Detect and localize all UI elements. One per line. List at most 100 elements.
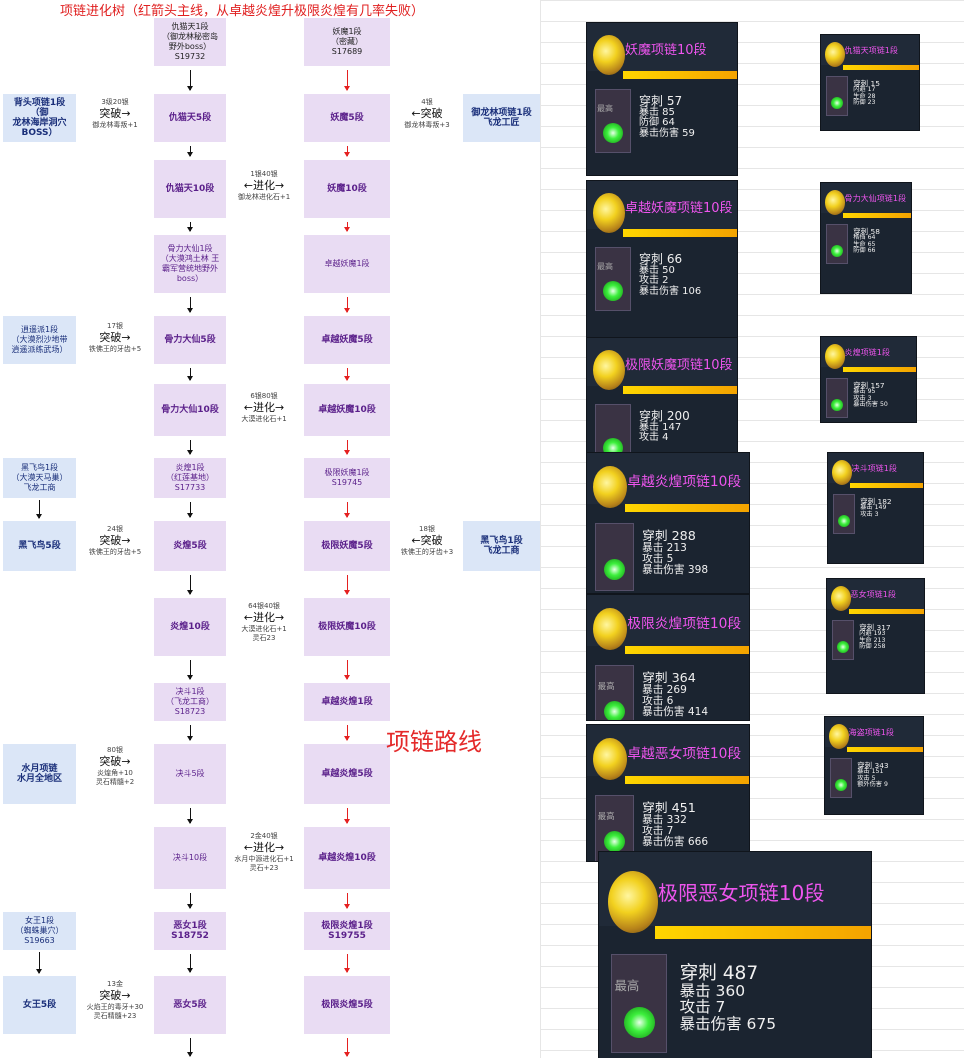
tree-node-b-line: S19745 bbox=[331, 478, 363, 487]
tree-node-b-line: （密藏） bbox=[331, 37, 363, 46]
card-bar bbox=[623, 71, 737, 79]
card-name: 极限炎煌项链10段 bbox=[627, 615, 742, 632]
gem-icon bbox=[603, 438, 623, 452]
necklace-slot bbox=[829, 757, 853, 798]
tree-node-a-line: 决斗1段 bbox=[175, 687, 205, 696]
tree-node-side-left-line: 逍遥派练武场） bbox=[11, 345, 68, 354]
card-stat: 暴击 50 bbox=[639, 264, 675, 276]
tree-node-side-left-line: 女王5段 bbox=[22, 1000, 57, 1010]
tree-node-side-left-line: 女王1段 bbox=[24, 916, 55, 925]
flow-arrow-a bbox=[187, 222, 193, 232]
tree-node-side-left-line: （大漠天马巢） bbox=[11, 473, 68, 482]
flow-arrow-a bbox=[187, 725, 193, 741]
tree-node-side-left-line: 龙林海岸洞穴 bbox=[12, 118, 67, 128]
card-stat: 闪避 193 bbox=[859, 630, 886, 638]
breakthrough-left-line: 灵石精髓+2 bbox=[95, 778, 135, 786]
breakthrough-left-line: 铁佛王的牙齿+5 bbox=[88, 548, 142, 556]
tree-node-a-line: S17733 bbox=[174, 483, 206, 492]
tree-node-b: 卓越妖魔10段 bbox=[304, 384, 390, 436]
tree-node-b-line: 卓越炎煌5段 bbox=[321, 769, 373, 779]
flow-arrow-a bbox=[187, 502, 193, 518]
card-bar bbox=[623, 386, 737, 394]
tree-node-a-line: 恶女1段 bbox=[173, 921, 207, 931]
flow-arrow-a bbox=[187, 1038, 193, 1057]
tree-node-side-left-line: BOSS） bbox=[21, 128, 58, 138]
evolve-action-line: 御龙林进化石+1 bbox=[237, 193, 291, 201]
card-stat: 攻击 3 bbox=[860, 510, 879, 518]
tree-node-b-line: 极限炎煌5段 bbox=[321, 1000, 373, 1010]
main-flow-arrow bbox=[344, 725, 350, 741]
card-stat: 闪避 17 bbox=[853, 86, 876, 94]
breakthrough-right: 18银←突破铁佛王的牙齿+3 bbox=[377, 525, 477, 557]
card-bar bbox=[843, 64, 919, 70]
tree-node-a: 骨力大仙5段 bbox=[154, 316, 226, 364]
tree-node-b: 卓越妖魔1段 bbox=[304, 235, 390, 293]
medal-icon bbox=[593, 35, 625, 75]
gem-icon bbox=[603, 281, 623, 301]
tree-node-a: 炎煌1段（红莲基地）S17733 bbox=[154, 458, 226, 498]
medal-icon bbox=[830, 586, 851, 612]
tree-node-side-left-line: 逍遥派1段 bbox=[20, 325, 59, 334]
breakthrough-right-line: ←突破 bbox=[411, 107, 443, 120]
tree-node-side-right-line: 飞龙工商 bbox=[483, 546, 520, 556]
card-stat: 攻击 7 bbox=[642, 824, 674, 837]
flow-arrow-a bbox=[187, 808, 193, 824]
gem-icon bbox=[836, 641, 850, 654]
card-tag: 最高 bbox=[597, 680, 615, 691]
card-stat: 生命 213 bbox=[859, 636, 886, 644]
flow-arrow-a bbox=[187, 297, 193, 313]
main-flow-arrow bbox=[344, 575, 350, 595]
tree-node-b: 妖魔10段 bbox=[304, 160, 390, 218]
main-flow-arrow bbox=[344, 808, 350, 824]
tree-node-side-left: 水月项链水月全地区 bbox=[3, 744, 76, 804]
medal-icon bbox=[831, 460, 852, 486]
breakthrough-left-line: 铁佛王的牙齿+5 bbox=[88, 345, 142, 353]
breakthrough-left-line: 80银 bbox=[107, 746, 123, 754]
breakthrough-right-line: 铁佛王的牙齿+3 bbox=[400, 548, 454, 556]
card-stat: 生命 65 bbox=[853, 240, 876, 248]
breakthrough-right: 4银←突破御龙林毒叛+3 bbox=[377, 98, 477, 130]
tree-node-b-line: 极限炎煌1段 bbox=[321, 921, 373, 931]
card-stat: 暴击伤害 398 bbox=[642, 563, 709, 576]
tree-node-a: 仇猫天1段（御龙林秘密岛野外boss）S19732 bbox=[154, 18, 226, 66]
tree-node-a-line: 决斗10段 bbox=[172, 853, 208, 862]
card-stat: 暴击伤害 59 bbox=[639, 127, 695, 139]
evolve-action-line: ←进化→ bbox=[243, 179, 285, 192]
flow-arrow-a bbox=[187, 575, 193, 595]
main-flow-arrow bbox=[344, 440, 350, 455]
breakthrough-left-line: 突破→ bbox=[99, 331, 131, 344]
breakthrough-left-line: 突破→ bbox=[99, 534, 131, 547]
card-name: 卓越妖魔项链10段 bbox=[625, 201, 733, 216]
tree-node-side-left-line: （蜘蛛巢穴） bbox=[15, 926, 64, 935]
evolve-action-line: 1银40银 bbox=[250, 170, 278, 178]
breakthrough-left-line: 13金 bbox=[107, 980, 123, 988]
card-stat: 额外伤害 9 bbox=[857, 781, 888, 789]
medal-icon bbox=[608, 870, 658, 933]
tree-node-a-line: （飞龙工商） bbox=[166, 697, 214, 706]
tree-node-a-line: 炎煌5段 bbox=[173, 541, 207, 551]
tree-node-side-left-line: 背头项链1段（御 bbox=[13, 98, 66, 118]
tree-node-a-line: S18752 bbox=[171, 931, 209, 941]
gem-icon bbox=[837, 515, 851, 528]
breakthrough-left-line: 突破→ bbox=[99, 755, 131, 768]
card-bar bbox=[654, 926, 871, 939]
tree-node-side-right: 御龙林项链1段飞龙工匠 bbox=[463, 94, 540, 142]
tree-node-side-left: 逍遥派1段（大漠烈沙地带逍遥派练武场） bbox=[3, 316, 76, 364]
main-flow-arrow bbox=[344, 70, 350, 91]
card-stat: 攻击 7 bbox=[679, 998, 726, 1017]
card-name: 极限妖魔项链10段 bbox=[625, 358, 733, 373]
tree-node-a: 决斗10段 bbox=[154, 827, 226, 889]
medal-icon bbox=[824, 344, 845, 370]
